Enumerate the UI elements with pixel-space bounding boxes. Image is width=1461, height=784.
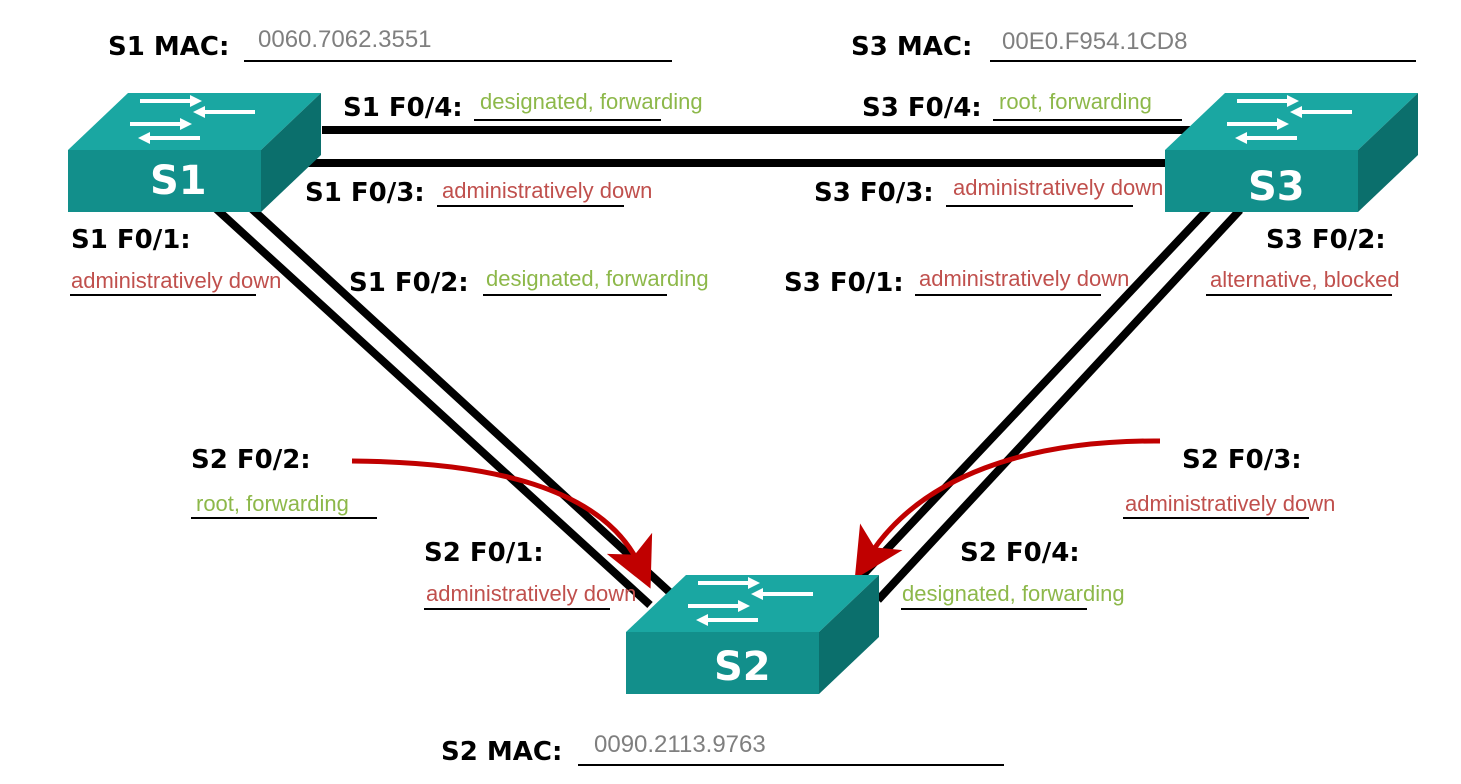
s3-mac-blank	[990, 60, 1416, 62]
s1-f01-value: administratively down	[71, 268, 282, 293]
s2-f04-value: designated, forwarding	[902, 581, 1125, 606]
s2-f01-value: administratively down	[426, 581, 637, 606]
s3-f02-value: alternative, blocked	[1210, 267, 1400, 292]
switch-s3-name: S3	[1248, 164, 1305, 210]
arrow-s2-f02-icon	[351, 458, 653, 589]
arrow-s2-f03-icon	[854, 438, 1161, 580]
s1-mac-label: S1 MAC:	[108, 32, 230, 62]
s2-f04-blank	[901, 608, 1087, 610]
cable-s1-s2-f02	[237, 195, 679, 601]
s1-f02-blank	[483, 294, 667, 296]
s2-mac-value: 0090.2113.9763	[594, 731, 766, 758]
s3-f04-label: S3 F0/4:	[862, 93, 982, 123]
s3-f02-label: S3 F0/2:	[1266, 225, 1386, 255]
s3-f01-blank	[915, 294, 1101, 296]
s2-f02-value: root, forwarding	[196, 491, 349, 516]
s2-f03-blank	[1123, 517, 1309, 519]
s2-f02-blank	[191, 517, 377, 519]
s3-f01-label: S3 F0/1:	[784, 268, 904, 298]
s1-f01-blank	[70, 294, 256, 296]
switch-s1-name: S1	[150, 158, 207, 204]
s1-f02-label: S1 F0/2:	[349, 268, 469, 298]
s3-f03-blank	[946, 205, 1133, 207]
s2-f01-blank	[424, 608, 610, 610]
s1-f03-value: administratively down	[442, 178, 653, 203]
cable-group	[209, 126, 1243, 608]
s2-mac-blank	[578, 764, 1004, 766]
s2-mac-label: S2 MAC:	[441, 737, 563, 767]
s1-f04-blank	[474, 119, 661, 121]
s2-f01-label: S2 F0/1:	[424, 538, 544, 568]
s1-f01-label: S1 F0/1:	[71, 225, 191, 255]
s1-f03-blank	[437, 205, 624, 207]
s2-f04-label: S2 F0/4:	[960, 538, 1080, 568]
s1-f03-label: S1 F0/3:	[305, 178, 425, 208]
switch-s2-name: S2	[714, 644, 771, 690]
switch-s3-icon: S3	[1165, 93, 1418, 212]
cable-s1-s2-f01	[209, 202, 653, 608]
cable-s3-s2-f04	[875, 207, 1243, 603]
s3-f01-value: administratively down	[919, 266, 1130, 291]
s3-f04-blank	[993, 119, 1182, 121]
s3-mac-label: S3 MAC:	[851, 32, 973, 62]
s1-mac-value: 0060.7062.3551	[258, 26, 432, 53]
s1-f04-label: S1 F0/4:	[343, 93, 463, 123]
s1-f02-value: designated, forwarding	[486, 266, 709, 291]
switch-s2-icon: S2	[626, 575, 879, 694]
s3-f03-label: S3 F0/3:	[814, 178, 934, 208]
s2-f03-value: administratively down	[1125, 491, 1336, 516]
s2-f02-label: S2 F0/2:	[191, 445, 311, 475]
s3-mac-value: 00E0.F954.1CD8	[1002, 28, 1188, 55]
cable-s3-s2-f03	[855, 202, 1215, 583]
s3-f03-value: administratively down	[953, 175, 1164, 200]
switch-s1-icon: S1	[68, 93, 321, 212]
s3-f02-blank	[1206, 294, 1392, 296]
s1-f04-value: designated, forwarding	[480, 89, 703, 114]
s2-f03-label: S2 F0/3:	[1182, 445, 1302, 475]
s1-mac-blank	[244, 60, 672, 62]
s3-f04-value: root, forwarding	[999, 89, 1152, 114]
